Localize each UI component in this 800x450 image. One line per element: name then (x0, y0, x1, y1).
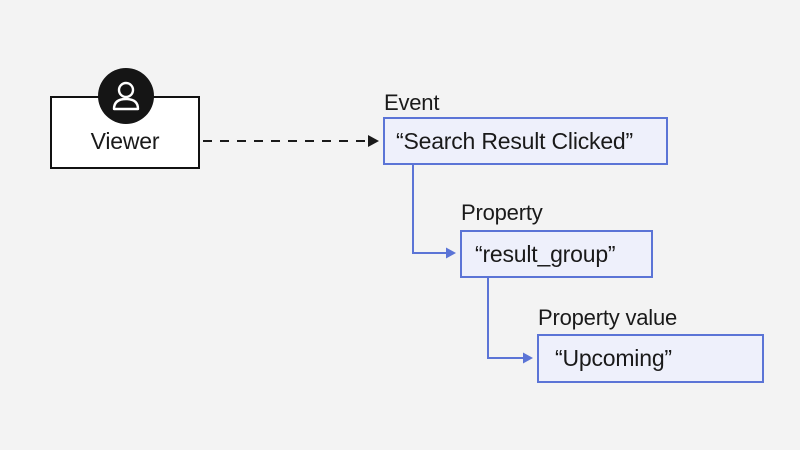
property-value-value: “Upcoming” (555, 345, 672, 371)
dashed-arrow-viewer-to-event (203, 135, 379, 147)
property-heading: Property (461, 200, 543, 225)
connector-property-to-value (487, 278, 533, 364)
event-node: “Search Result Clicked” (383, 117, 668, 165)
connector-event-to-property (412, 165, 456, 259)
event-heading: Event (384, 90, 440, 115)
viewer-label: Viewer (90, 128, 160, 154)
user-icon (98, 68, 154, 124)
event-value: “Search Result Clicked” (396, 127, 633, 154)
property-node: “result_group” (460, 230, 653, 278)
property-value-heading: Property value (538, 305, 678, 330)
property-value-text: “result_group” (475, 240, 616, 267)
property-value-node: “Upcoming” (537, 334, 764, 383)
user-icon-glyph (112, 81, 140, 111)
